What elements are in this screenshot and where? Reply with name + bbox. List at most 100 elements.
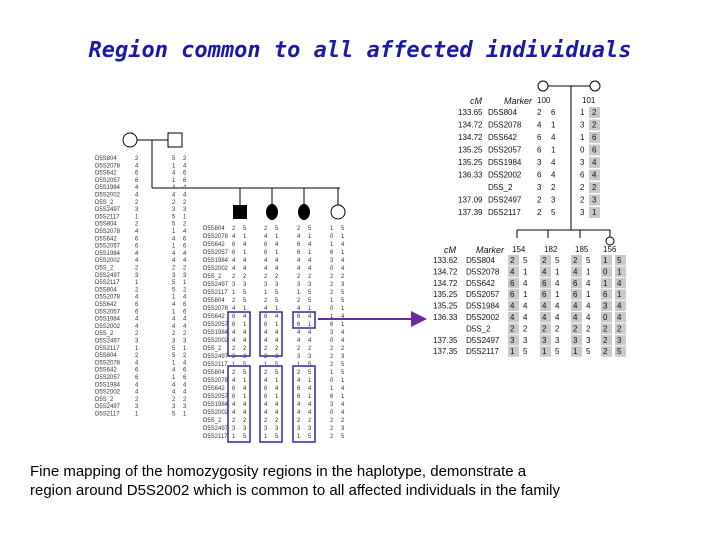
top-allele-cell: 2 <box>537 196 542 205</box>
founder-allele: 4 <box>183 185 187 191</box>
top-marker-cell: D5S642 <box>488 133 517 142</box>
top-allele-cell: 6 <box>537 133 542 142</box>
bottom-allele-cell: 4 <box>586 313 591 322</box>
founder-allele: 4 <box>172 251 176 257</box>
bottom-allele-cell: 2 <box>542 256 547 265</box>
top-allele-cell: 2 <box>551 183 556 192</box>
top-allele-cell: 3 <box>592 196 597 205</box>
offspring-allele: 1 <box>297 290 301 296</box>
offspring-marker-label: D5S1984 <box>203 402 229 408</box>
offspring-allele: 4 <box>243 258 247 264</box>
offspring-allele: 2 <box>297 418 301 424</box>
founder-allele: 4 <box>172 171 176 177</box>
shaded-allele-cell <box>601 346 612 357</box>
offspring-allele: 2 <box>232 226 236 232</box>
offspring-allele: 6 <box>297 394 301 400</box>
offspring-allele: 4 <box>297 402 301 408</box>
founder-allele: 4 <box>135 295 139 301</box>
shaded-allele-cell <box>601 277 612 289</box>
bottom-allele-cell: 4 <box>523 313 528 322</box>
founder-allele: 2 <box>183 353 187 359</box>
bottom-allele-cell: 3 <box>542 336 547 345</box>
bottom-allele-cell: 5 <box>523 347 528 356</box>
offspring-allele: 4 <box>264 266 268 272</box>
shaded-allele-cell <box>540 323 551 334</box>
offspring-allele: 6 <box>264 386 268 392</box>
bottom-allele-cell: 5 <box>586 347 591 356</box>
offspring-allele: 6 <box>297 250 301 256</box>
bottom-allele-cell: 2 <box>573 256 578 265</box>
founder-allele: 1 <box>172 309 176 315</box>
founder-allele: 6 <box>183 178 187 184</box>
offspring-allele: 6 <box>264 322 268 328</box>
top-cm-cell: 133.65 <box>458 108 483 117</box>
bottom-header-marker: Marker <box>476 245 505 255</box>
founder-allele: 6 <box>135 309 139 315</box>
shaded-allele-cell <box>508 334 519 346</box>
top-right-founders <box>516 80 615 246</box>
offspring-allele: 1 <box>275 234 279 240</box>
bottom-allele-cell: 2 <box>542 324 547 333</box>
offspring-allele: 5 <box>243 434 247 440</box>
offspring-allele: 2 <box>297 346 301 352</box>
founder-allele: 4 <box>135 390 139 396</box>
founder-allele: 2 <box>135 200 139 206</box>
founder-allele: 6 <box>183 244 187 250</box>
bottom-allele-cell: 4 <box>573 302 578 311</box>
offspring-allele: 1 <box>330 242 334 248</box>
shaded-allele-cell <box>540 266 551 277</box>
offspring-allele: 3 <box>308 354 312 360</box>
offspring-allele: 4 <box>341 410 345 416</box>
shaded-allele-cell <box>571 266 582 277</box>
founder-allele: 4 <box>135 229 139 235</box>
offspring-allele: 3 <box>275 282 279 288</box>
founder-allele: 4 <box>183 193 187 199</box>
founder-marker-label: D5S2002 <box>95 193 121 199</box>
top-allele-cell: 2 <box>537 108 542 117</box>
top-allele-cell: 2 <box>592 183 597 192</box>
founder-allele: 4 <box>135 382 139 388</box>
offspring-allele: 6 <box>232 314 236 320</box>
offspring-allele: 4 <box>275 242 279 248</box>
top-allele-cell: 6 <box>537 171 542 180</box>
founder-allele: 3 <box>183 273 187 279</box>
offspring-allele: 5 <box>275 370 279 376</box>
offspring-marker-label: D5S2002 <box>203 338 229 344</box>
offspring-allele: 4 <box>232 402 236 408</box>
bottom-allele-cell: 4 <box>542 267 547 276</box>
offspring-allele: 0 <box>330 338 334 344</box>
offspring-marker-label: D5S642 <box>203 314 225 320</box>
offspring-allele: 1 <box>341 378 345 384</box>
offspring-allele: 2 <box>264 298 268 304</box>
offspring-marker-label: D5S2002 <box>203 410 229 416</box>
founder-marker-label: D5S804 <box>95 287 117 293</box>
shaded-allele-cell <box>540 334 551 346</box>
offspring-allele: 5 <box>341 434 345 440</box>
founder-marker-label: D5S2497 <box>95 207 121 213</box>
bottom-cm-cell: 135.25 <box>433 290 458 299</box>
offspring-allele: 6 <box>232 394 236 400</box>
shaded-allele-cell <box>508 277 519 289</box>
bottom-allele-cell: 1 <box>573 347 578 356</box>
offspring-allele: 3 <box>232 354 236 360</box>
founder-allele: 3 <box>135 273 139 279</box>
offspring-allele: 6 <box>297 314 301 320</box>
founder-allele: 2 <box>183 397 187 403</box>
bottom-marker-cell: D5S804 <box>466 256 495 265</box>
offspring-allele: 5 <box>308 370 312 376</box>
bottom-allele-cell: 2 <box>617 324 622 333</box>
offspring-allele: 4 <box>264 410 268 416</box>
bottom-allele-cell: 6 <box>573 279 578 288</box>
offspring-allele: 4 <box>232 330 236 336</box>
bottom-allele-cell: 4 <box>555 302 560 311</box>
founder-allele: 3 <box>172 404 176 410</box>
bottom-allele-cell: 0 <box>603 313 608 322</box>
founder-marker-label: D5S2078 <box>95 229 121 235</box>
bottom-allele-cell: 5 <box>617 347 622 356</box>
bottom-allele-cell: 3 <box>586 336 591 345</box>
offspring-allele: 3 <box>243 282 247 288</box>
founder-allele: 1 <box>172 163 176 169</box>
offspring-allele: 4 <box>308 386 312 392</box>
